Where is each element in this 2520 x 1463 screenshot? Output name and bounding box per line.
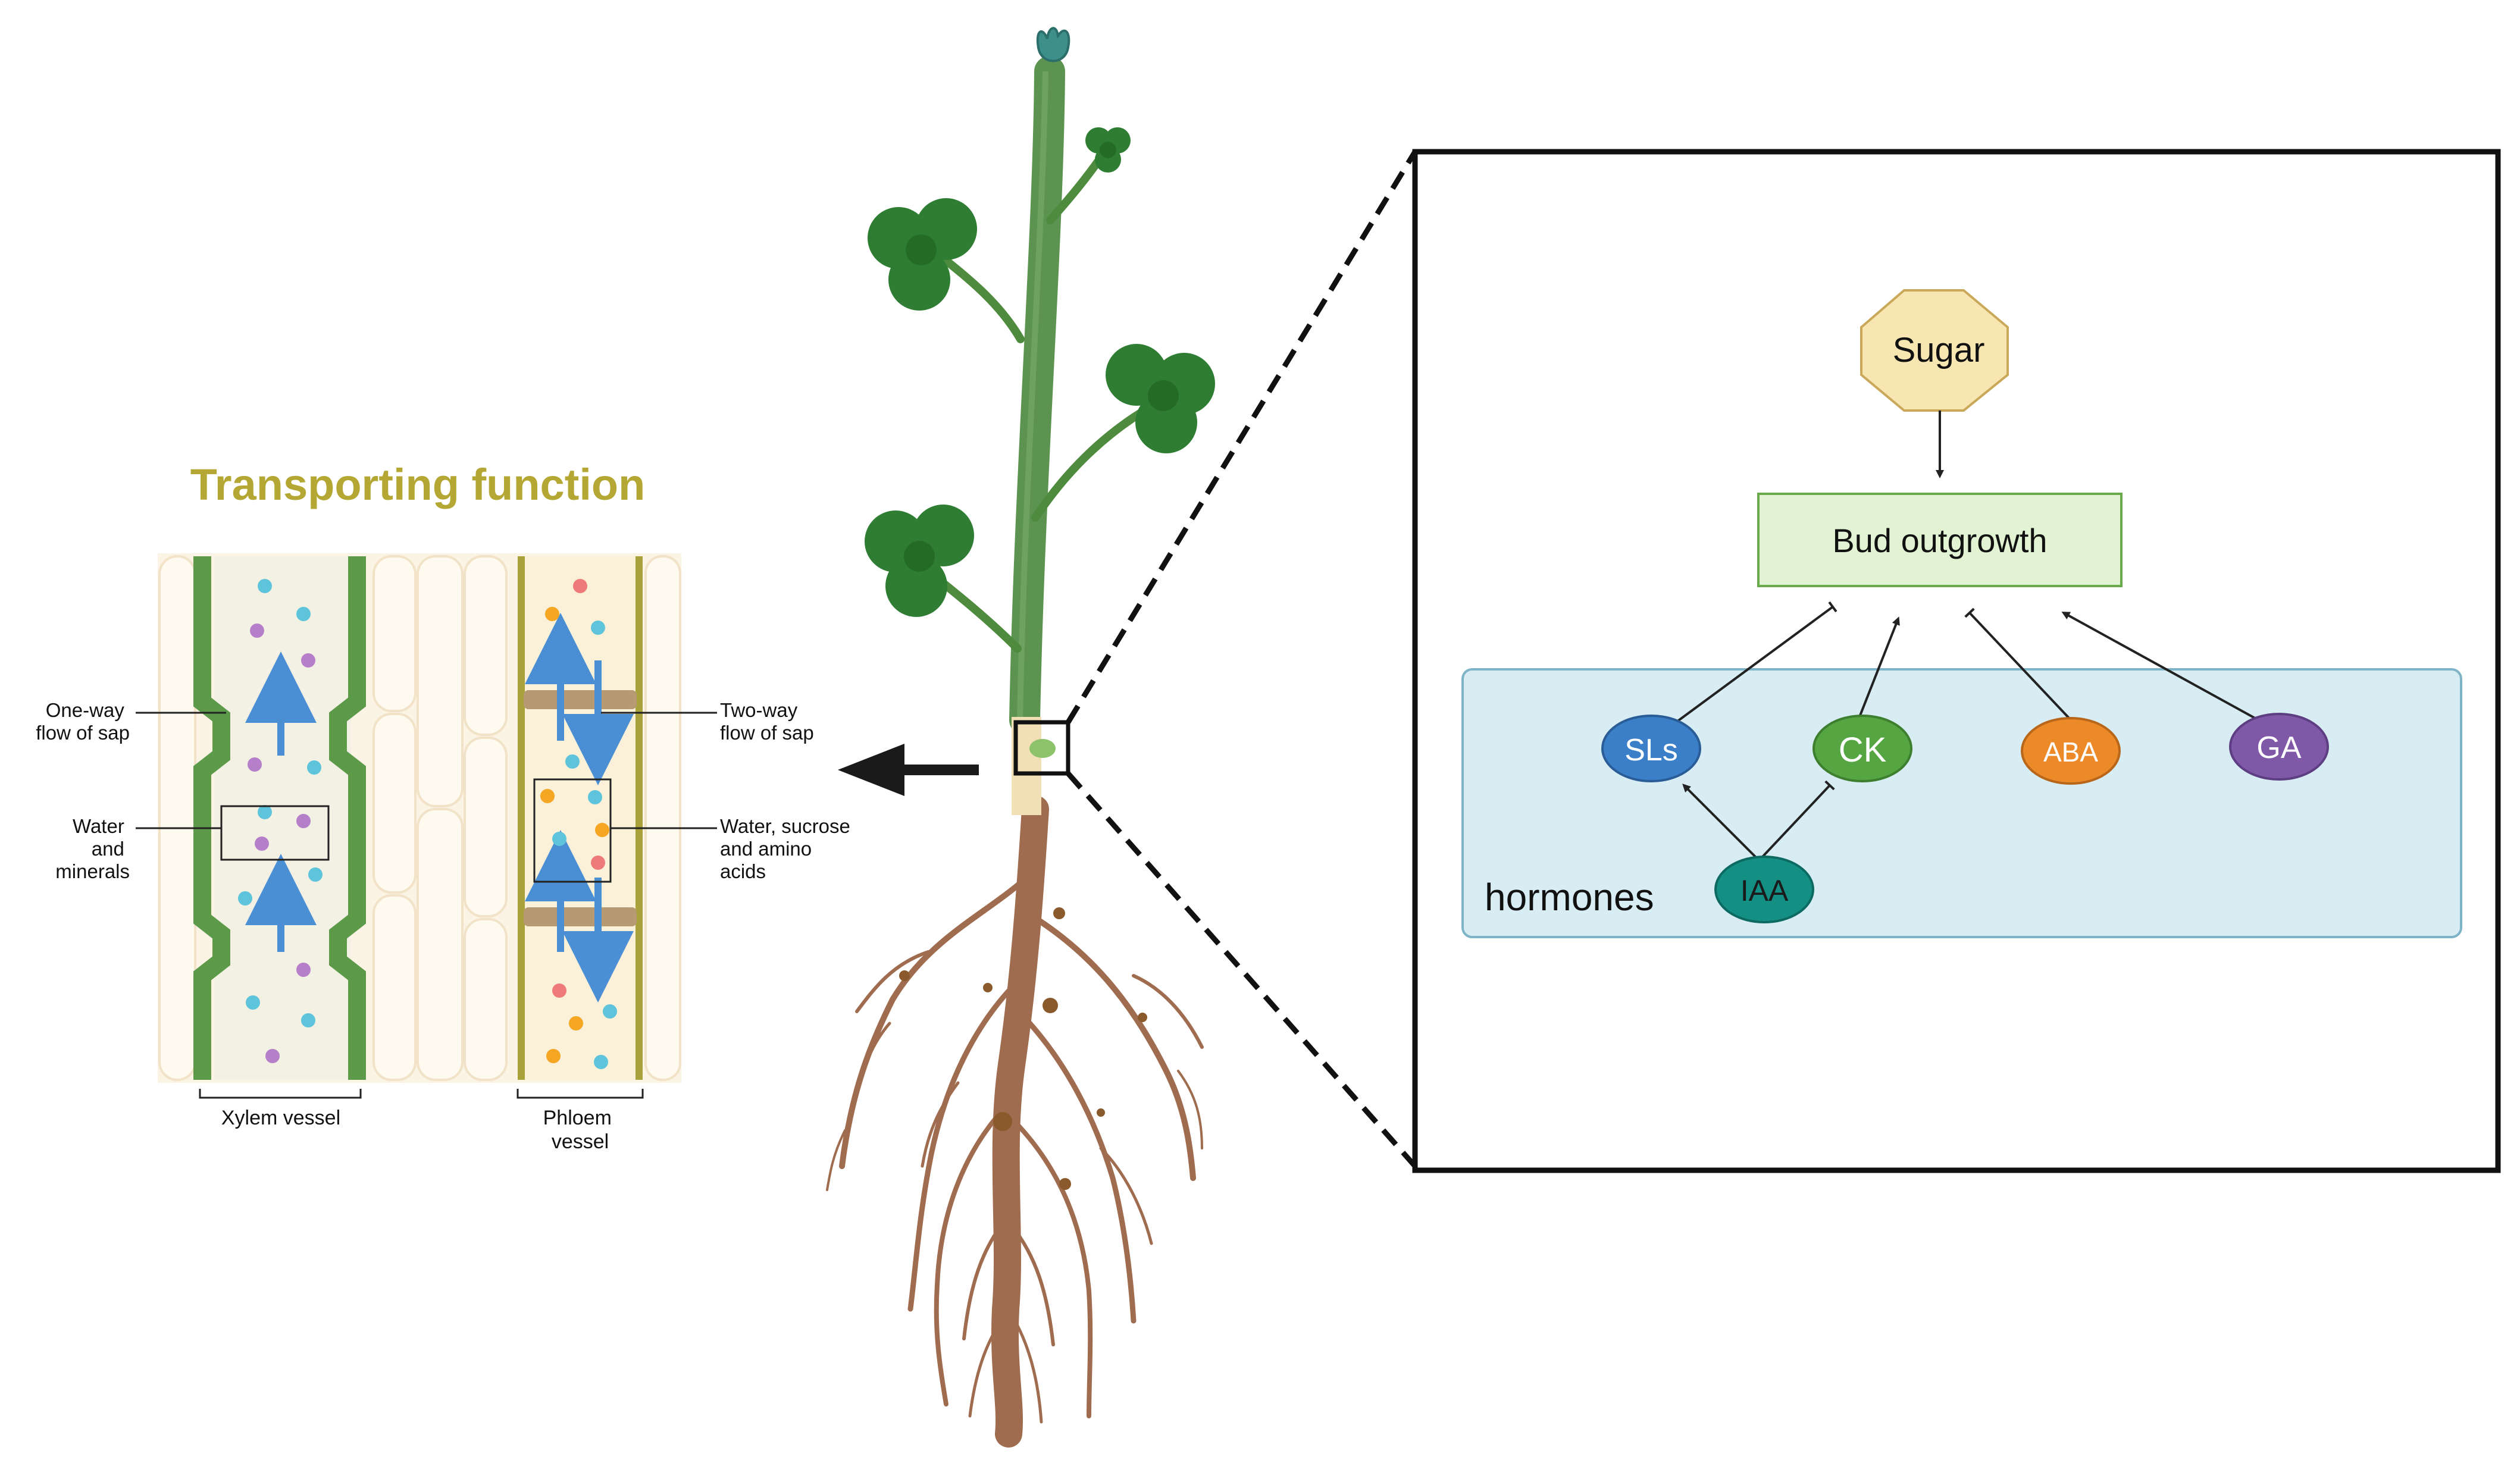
network-edges bbox=[1676, 411, 2259, 858]
bud-outgrowth-node bbox=[1757, 493, 2123, 587]
ck-label: CK bbox=[1839, 731, 1887, 769]
sugar-node bbox=[1860, 289, 2009, 412]
hormones-box bbox=[1461, 668, 2462, 938]
shoot-apex bbox=[1036, 27, 1070, 62]
ga-label: GA bbox=[2256, 731, 2301, 765]
water-sucrose-label: Water, sucrose and amino acids bbox=[720, 815, 856, 882]
bud-outgrowth-label: Bud outgrowth bbox=[1832, 522, 2047, 559]
transport-title: Transporting function bbox=[190, 460, 646, 509]
edge-aba-bud-inhibit bbox=[1964, 607, 2072, 721]
edge-ga-bud-promote bbox=[2061, 612, 2259, 721]
phloem-vessel bbox=[518, 556, 643, 1080]
hormones-label: hormones bbox=[1485, 876, 1654, 919]
leaf-upper-left bbox=[868, 198, 977, 311]
phloem-detail-box bbox=[533, 778, 612, 883]
axillary-bud bbox=[1029, 739, 1056, 758]
root-system bbox=[826, 795, 1204, 1448]
one-way-label: One-way flow of sap bbox=[36, 699, 130, 744]
sugar-label: Sugar bbox=[1893, 331, 1985, 369]
root-nodules bbox=[899, 907, 1147, 1190]
node-focus-box bbox=[1013, 720, 1070, 776]
sls-label: SLs bbox=[1624, 733, 1678, 767]
vessel-brackets bbox=[199, 1089, 644, 1099]
sls-node bbox=[1601, 715, 1701, 782]
zoom-arrow-left bbox=[838, 744, 979, 796]
ck-node bbox=[1812, 715, 1912, 782]
leaf-lower-left bbox=[865, 505, 974, 617]
water-minerals-label: Water and minerals bbox=[55, 815, 130, 882]
edge-ck-bud-promote bbox=[1858, 616, 1900, 718]
two-way-label: Two-way flow of sap bbox=[720, 699, 814, 744]
phloem-label: Phloem vessel bbox=[543, 1107, 618, 1153]
iaa-node bbox=[1714, 856, 1814, 923]
edge-iaa-sls-promote bbox=[1682, 784, 1757, 858]
plant-illustration bbox=[826, 27, 1215, 1448]
xylem-vessel bbox=[193, 556, 366, 1080]
ga-node bbox=[2229, 713, 2329, 781]
callout-lines bbox=[136, 712, 717, 829]
xylem-label: Xylem vessel bbox=[221, 1107, 340, 1129]
xylem-detail-box bbox=[220, 805, 330, 861]
sap-particles bbox=[238, 579, 617, 1069]
sap-arrows bbox=[245, 613, 634, 1003]
stem bbox=[1009, 56, 1065, 735]
zoom-dashed-lines bbox=[1066, 150, 1417, 1168]
iaa-label: IAA bbox=[1740, 874, 1789, 907]
leaf-middle-right bbox=[1106, 344, 1215, 453]
hormone-nodes: SLs CK ABA GA IAA bbox=[1601, 713, 2329, 923]
aba-label: ABA bbox=[2043, 737, 2098, 767]
edge-iaa-ck-inhibit bbox=[1761, 780, 1835, 858]
aba-node bbox=[2021, 717, 2121, 785]
edge-sls-bud-inhibit bbox=[1676, 601, 1837, 723]
hormone-network-panel: hormones Sugar Bud outgrowth SLs CK ABA bbox=[1412, 149, 2501, 1173]
transport-panel: Transporting function bbox=[36, 460, 856, 1153]
cell-walls bbox=[158, 555, 681, 1081]
leaf-top-right bbox=[1085, 127, 1131, 173]
